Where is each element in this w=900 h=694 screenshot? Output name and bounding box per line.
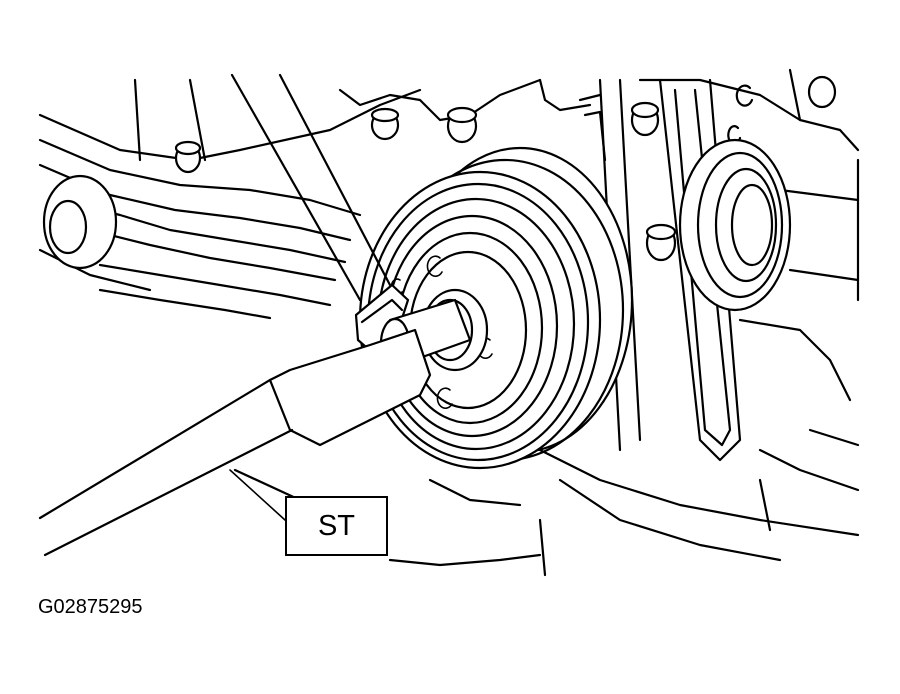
special-tool-callout: ST (285, 496, 388, 556)
engine-block-outline (38, 68, 860, 577)
block-studs (174, 75, 837, 262)
idler-pulley (678, 138, 792, 312)
figure-id-label: G02875295 (38, 596, 143, 618)
callout-label: ST (317, 509, 356, 542)
socket-wrench (38, 298, 472, 557)
callout-leader-line (229, 469, 286, 521)
left-boss (42, 174, 118, 270)
belt-tensioner-bracket (578, 78, 742, 462)
